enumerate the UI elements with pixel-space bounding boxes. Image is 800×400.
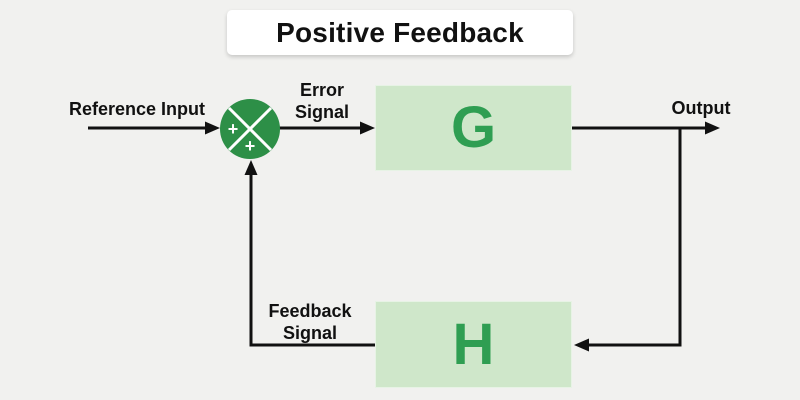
- junction-plus-left: +: [228, 119, 239, 139]
- error-signal-label: Error Signal: [294, 80, 349, 122]
- diagram-title-box: Positive Feedback: [227, 10, 573, 55]
- output-arrow: [572, 121, 720, 135]
- feedback-signal-label: Feedback Signal: [268, 301, 352, 343]
- error-signal-arrow: [279, 121, 375, 135]
- output-label: Output: [671, 98, 731, 118]
- diagram-title: Positive Feedback: [276, 16, 524, 48]
- reference-input-label: Reference Input: [68, 99, 206, 119]
- junction-cross-icon: [227, 106, 273, 152]
- reference-input-arrow: [88, 121, 220, 135]
- forward-block-letter: G: [450, 95, 497, 160]
- feedback-branch-arrow: [574, 128, 682, 352]
- feedback-block-h: H: [375, 301, 572, 388]
- junction-plus-bottom: +: [245, 136, 256, 156]
- feedback-block-letter: H: [452, 311, 495, 377]
- forward-block-g: G: [375, 85, 572, 171]
